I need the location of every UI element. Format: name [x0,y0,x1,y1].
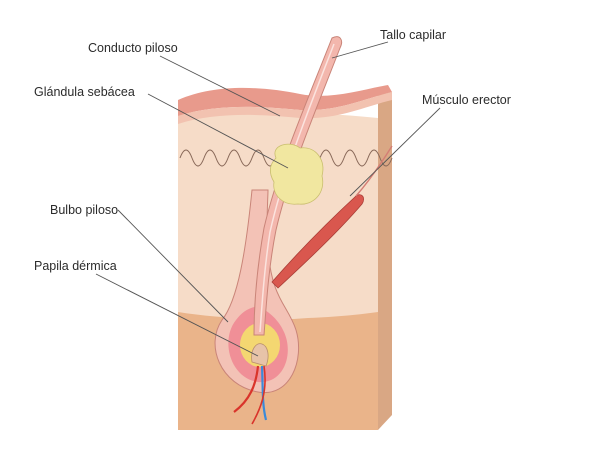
label-musculo-erector: Músculo erector [422,93,511,107]
artery-vessel [233,365,260,413]
sebaceous-gland [270,143,324,205]
hair-shaft-highlight [259,43,335,333]
epidermis-lower-band [178,92,392,124]
leader-line-papila [95,273,259,357]
leader-line-bulbo [117,209,229,323]
dermal-papilla [251,343,269,367]
leader-line-musculo [349,107,441,197]
label-tallo-capilar: Tallo capilar [380,28,446,42]
leader-line-tallo [331,41,389,59]
label-conducto-piloso: Conducto piloso [88,41,178,55]
artery-vessel-2 [251,365,266,425]
skin-side-face [378,92,392,430]
leader-line-conducto [159,55,281,117]
label-bulbo-piloso: Bulbo piloso [50,203,118,217]
label-glandula-sebacea: Glándula sebácea [34,85,135,99]
dermal-papillae-line [179,149,393,167]
label-papila-dermica: Papila dérmica [34,259,117,273]
arrector-muscle [271,194,364,289]
leader-line-glandula [147,93,289,169]
epidermis-layer [178,85,392,116]
